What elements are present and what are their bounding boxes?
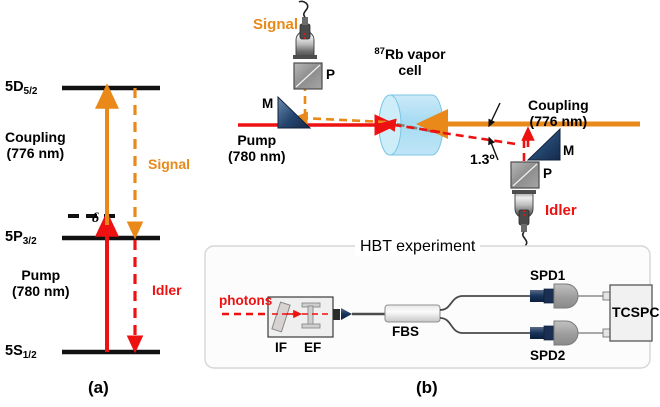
if-label: IF: [275, 340, 287, 355]
idler-to-mirror: [429, 129, 517, 146]
panel-b-label: (b): [416, 378, 438, 397]
fiber-beam-splitter: [384, 304, 441, 323]
signal-fiber-collimator: [293, 0, 317, 59]
etalon-filter-ef: [301, 302, 321, 329]
detector-spd1: [530, 283, 612, 309]
signal-to-mirror: [293, 111, 387, 126]
interference-filter-if: [271, 301, 291, 333]
spd2-label: SPD2: [530, 348, 566, 363]
mirror-left-label: M: [262, 96, 274, 111]
mirror-right: [526, 127, 561, 161]
filter-box: [267, 296, 334, 338]
idler-transition-label: Idler: [152, 282, 182, 298]
detector-spd2: [530, 320, 612, 346]
idler-fiber-collimator: [512, 190, 536, 249]
level-label-5d: 5D5/2: [5, 79, 38, 97]
input-fiber-coupler: [333, 308, 385, 320]
pump-transition-label: Pump (780 nm): [12, 267, 70, 299]
pump-source-label: Pump (780 nm): [228, 132, 286, 164]
optical-setup: [238, 0, 640, 249]
detuning-label: δ: [92, 211, 100, 226]
tcspc-box: [609, 284, 653, 342]
polarizer-left-label: P: [326, 67, 336, 82]
signal-transition-label: Signal: [148, 156, 191, 172]
ef-label: EF: [304, 340, 322, 355]
angle-arrow-coupling: [488, 102, 501, 128]
level-label-5p: 5P3/2: [5, 229, 37, 247]
tcspc-label: TCSPC: [612, 304, 660, 320]
vapor-cell-label: 87Rb vapor cell: [374, 46, 446, 78]
fiber-output-2: [439, 317, 530, 334]
spd1-label: SPD1: [530, 268, 566, 283]
signal-output-label: Signal: [253, 16, 299, 33]
angle-arrow-idler: [488, 136, 499, 161]
energy-level-diagram: [62, 83, 160, 355]
fbs-label: FBS: [392, 324, 419, 339]
polarizer-left: [293, 62, 323, 90]
mirror-left: [277, 95, 312, 129]
polarizer-right: [510, 161, 540, 189]
photons-label: photons: [219, 293, 273, 308]
panel-a-label: (a): [88, 378, 109, 397]
mirror-right-label: M: [563, 143, 575, 158]
coupling-source-label: Coupling (776 nm): [528, 97, 589, 129]
angle-label: 1.3º: [470, 151, 495, 167]
idler-output-label: Idler: [545, 202, 577, 219]
polarizer-right-label: P: [543, 166, 553, 181]
idler-path: [381, 118, 535, 189]
fiber-output-1: [439, 295, 530, 311]
level-label-5s: 5S1/2: [5, 343, 37, 361]
hbt-title: HBT experiment: [355, 238, 481, 256]
coupling-transition-label: Coupling (776 nm): [5, 129, 66, 161]
hbt-experiment: [204, 245, 653, 369]
idler-arrow-left: [381, 118, 441, 134]
